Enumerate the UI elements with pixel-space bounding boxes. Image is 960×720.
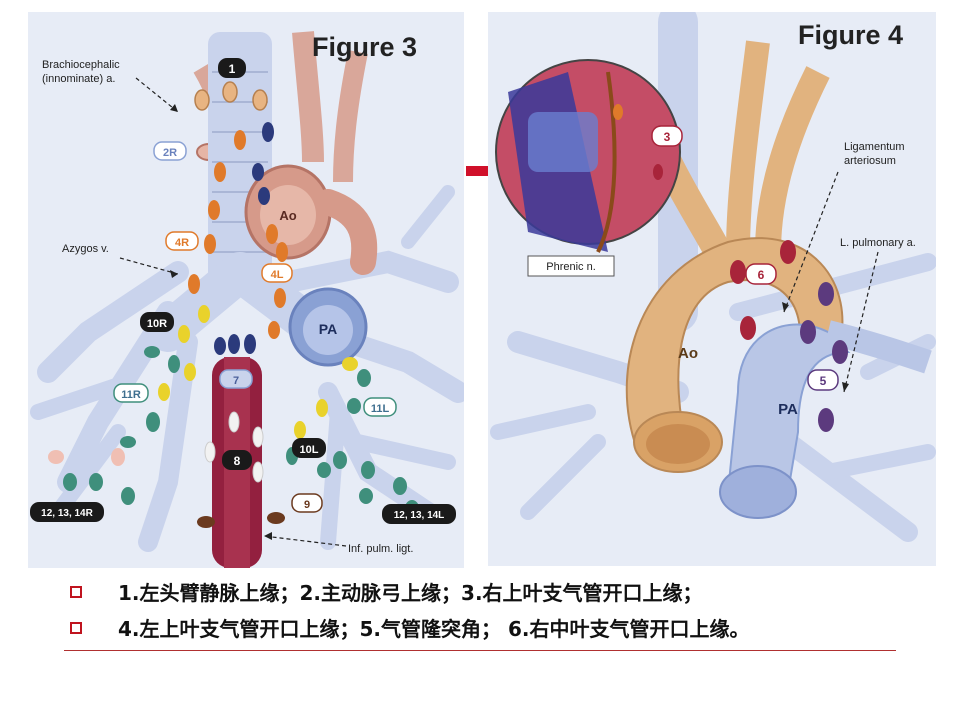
inf-pulm-label: Inf. pulm. ligt. xyxy=(348,543,413,555)
station-label-6: 6 xyxy=(745,263,777,285)
brachiocephalic-label-line2: (innominate) a. xyxy=(42,73,115,85)
station-10l-text: 10L xyxy=(300,444,319,456)
bullet-square-icon xyxy=(70,586,82,598)
lpa-pointer xyxy=(843,251,879,393)
station-12-14l-text: 12, 13, 14L xyxy=(394,510,445,521)
bullet-item-1: 1.左头臂静脉上缘；2.主动脉弓上缘；3.右上叶支气管开口上缘； xyxy=(64,578,904,608)
ligamentum-label-line1: Ligamentum xyxy=(844,141,905,153)
lymph-nodes-fig4 xyxy=(730,240,848,432)
pulmonary-trunk-cut xyxy=(719,465,797,519)
lymph-nodes xyxy=(48,81,419,528)
station-10r-text: 10R xyxy=(147,318,167,330)
station-label-10l: 10L xyxy=(292,438,326,458)
station-label-12-14r: 12, 13, 14R xyxy=(30,502,104,522)
station-8-text: 8 xyxy=(234,454,241,468)
station-label-2r: 2R xyxy=(153,141,187,161)
station-label-5: 5 xyxy=(807,369,839,391)
station-4r-text: 4R xyxy=(175,237,189,249)
lpa-label: L. pulmonary a. xyxy=(840,237,916,249)
brachiocephalic-pointer xyxy=(135,77,179,113)
station-5-text: 5 xyxy=(820,374,827,388)
bullet-square-icon xyxy=(70,622,82,634)
left-carotid-vessel xyxy=(292,31,324,163)
pa-label: PA xyxy=(319,321,337,337)
phrenic-label: Phrenic n. xyxy=(546,261,596,273)
ligamentum-label-line2: arteriosum xyxy=(844,155,896,167)
ao-label: Ao xyxy=(279,208,296,223)
pulmonary-artery-lumen xyxy=(303,305,353,355)
figure-3-panel: 1 2R 4R 4L 10R 7 11R 11L xyxy=(28,12,464,568)
pa-label-fig4: PA xyxy=(778,401,798,418)
station-label-4l: 4L xyxy=(261,263,293,283)
station-label-4r: 4R xyxy=(165,231,199,251)
station-3-text: 3 xyxy=(664,130,671,144)
bullet-text-2: 4.左上叶支气管开口上缘；5.气管隆突角； 6.右中叶支气管开口上缘。 xyxy=(118,617,750,641)
station-label-12-14l: 12, 13, 14L xyxy=(382,504,456,524)
station-label-1: 1 xyxy=(218,58,246,78)
azygos-pointer xyxy=(119,257,179,275)
station-label-10r: 10R xyxy=(140,312,174,332)
left-carotid-fig4 xyxy=(726,40,770,253)
station-4l-text: 4L xyxy=(271,269,284,281)
caption-bullets: 1.左头臂静脉上缘；2.主动脉弓上缘；3.右上叶支气管开口上缘； 4.左上叶支气… xyxy=(64,578,904,644)
station-label-8: 8 xyxy=(222,450,252,470)
left-subclavian-vessel xyxy=(333,50,368,183)
phrenic-label-box xyxy=(527,255,615,277)
bullet-item-2: 4.左上叶支气管开口上缘；5.气管隆突角； 6.右中叶支气管开口上缘。 xyxy=(64,614,904,644)
station-6-text: 6 xyxy=(758,268,765,282)
station-label-7: 7 xyxy=(219,369,253,389)
station-11l-text: 11L xyxy=(371,403,390,415)
station-label-11l: 11L xyxy=(363,397,397,417)
station-2r-text: 2R xyxy=(163,147,177,159)
figure-3-illustration: 1 2R 4R 4L 10R 7 11R 11L xyxy=(30,31,464,568)
station-9-text: 9 xyxy=(304,499,310,511)
left-pulmonary-artery xyxy=(825,320,932,374)
station-11r-text: 11R xyxy=(121,389,141,401)
station-label-3: 3 xyxy=(651,125,683,147)
magnified-inset xyxy=(495,59,681,253)
station-12-14r-text: 12, 13, 14R xyxy=(41,508,93,519)
underline-rule xyxy=(64,650,896,651)
azygos-label: Azygos v. xyxy=(62,243,109,255)
station-label-9: 9 xyxy=(291,493,323,513)
ao-label-fig4: Ao xyxy=(678,345,698,362)
figure-4-title: Figure 4 xyxy=(798,20,904,50)
descending-aorta xyxy=(315,189,378,275)
figure-4-panel: 3 6 5 Ao PA Ligamentum arteriosum L. pul… xyxy=(488,12,936,566)
brachiocephalic-label-line1: Brachiocephalic xyxy=(42,59,120,71)
station-label-11r: 11R xyxy=(113,383,149,403)
station-7-text: 7 xyxy=(233,375,239,387)
bullet-text-1: 1.左头臂静脉上缘；2.主动脉弓上缘；3.右上叶支气管开口上缘； xyxy=(118,581,703,605)
left-subclavian-fig4 xyxy=(755,66,830,253)
red-separator-mark xyxy=(466,166,488,176)
station-1-text: 1 xyxy=(229,62,236,76)
figure-3-title: Figure 3 xyxy=(312,32,418,62)
figure-4-illustration: 3 6 5 Ao PA Ligamentum arteriosum L. pul… xyxy=(490,12,936,542)
